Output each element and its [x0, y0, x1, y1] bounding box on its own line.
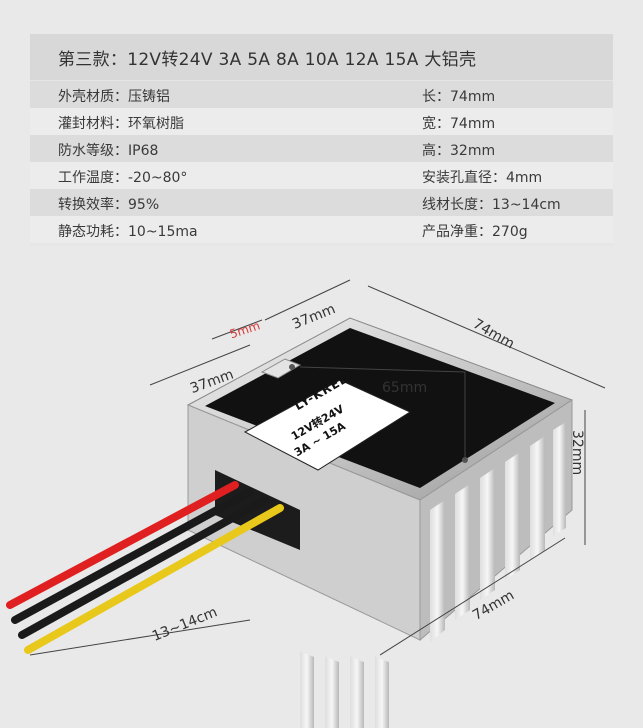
spec-right: 安装孔直径：4mm	[422, 170, 543, 186]
spec-left: 外壳材质：压铸铝	[58, 89, 170, 105]
spec-title: 第三款：12V转24V 3A 5A 8A 10A 12A 15A 大铝壳	[58, 50, 477, 70]
product-label-bg	[243, 379, 412, 471]
spec-right: 长：74mm	[422, 89, 496, 105]
spec-right: 高：32mm	[422, 143, 496, 159]
spec-row: 防水等级：IP68 高：32mm	[30, 135, 613, 162]
spec-header	[30, 34, 613, 80]
spec-left: 静态功耗：10~15ma	[58, 224, 198, 240]
spec-left: 转换效率：95%	[58, 197, 160, 213]
spec-row: 灌封材料：环氧树脂 宽：74mm	[30, 108, 613, 135]
spec-row: 工作温度：-20~80° 安装孔直径：4mm	[30, 162, 613, 189]
dimension-lines	[29, 279, 606, 656]
wire-black	[18, 496, 269, 639]
spec-left: 灌封材料：环氧树脂	[58, 116, 184, 132]
mounting-hole	[289, 364, 295, 370]
wire-red	[6, 481, 239, 609]
heatsink-fins-right	[430, 422, 566, 642]
spec-right: 线材长度：13~14cm	[422, 197, 561, 213]
wire-grommet	[215, 470, 300, 550]
spec-left: 工作温度：-20~80°	[58, 170, 188, 186]
wire-black	[11, 488, 254, 624]
dim-hole-spacing: 65mm	[382, 380, 428, 396]
product-illustration: LY-KREE 12V转24V 3A ~ 15A 5mm 37mm 37mm 7…	[0, 260, 643, 728]
spec-row: 静态功耗：10~15ma 产品净重：270g	[30, 216, 613, 243]
spec-row: 外壳材质：压铸铝 长：74mm	[30, 81, 613, 108]
mounting-ear	[260, 358, 302, 379]
wire-yellow	[24, 504, 284, 654]
spec-row: 转换效率：95% 线材长度：13~14cm	[30, 189, 613, 216]
spec-left: 防水等级：IP68	[58, 143, 159, 159]
heatsink-fins-front	[300, 651, 389, 728]
dim-height: 32mm	[569, 430, 585, 476]
product-drawing	[6, 279, 606, 728]
spec-right: 产品净重：270g	[422, 224, 528, 240]
spec-right: 宽：74mm	[422, 116, 496, 132]
